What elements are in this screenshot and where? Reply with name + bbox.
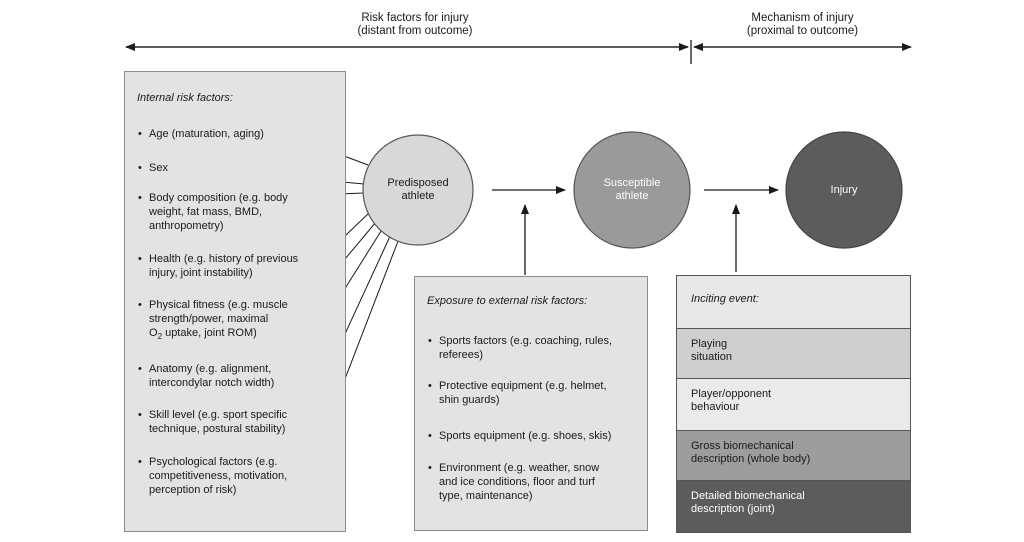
mechanism-header-line1: Mechanism of injury [751, 12, 854, 24]
internal-item-psychological: Psychological factors (e.g. competitiven… [137, 455, 287, 497]
row-line: description (joint) [691, 503, 775, 515]
external-item-protective-equipment: Protective equipment (e.g. helmet, shin … [427, 379, 607, 407]
injury-circle [785, 131, 903, 249]
label-line: athlete [615, 190, 649, 202]
external-risk-factors-title: Exposure to external risk factors: [427, 295, 588, 307]
external-item-sports-factors: Sports factors (e.g. coaching, rules, re… [427, 334, 612, 362]
mechanism-header-line2: (proximal to outcome) [746, 25, 859, 37]
susceptible-athlete-label: Susceptible athlete [582, 177, 682, 203]
row-line: Playing [691, 338, 728, 350]
inciting-event-panel: Inciting event: Playing situation Player… [676, 275, 911, 533]
subscript: 2 [157, 332, 163, 342]
row-line: description (whole body) [691, 453, 811, 465]
item-line: Environment (e.g. weather, snow [439, 462, 600, 474]
item-line: Sports equipment (e.g. shoes, skis) [439, 430, 612, 442]
item-line: referees) [439, 349, 484, 361]
risk-factors-header-line1: Risk factors for injury [361, 12, 469, 24]
label-line: Predisposed [387, 177, 449, 189]
inciting-row-playing-situation: Playing situation [677, 328, 910, 378]
predisposed-athlete-label: Predisposed athlete [368, 177, 468, 203]
predisposed-athlete-circle [362, 134, 474, 246]
item-line: competitiveness, motivation, [149, 470, 288, 482]
inciting-row-player-behaviour: Player/opponent behaviour [677, 378, 910, 430]
row-line: Detailed biomechanical [691, 490, 805, 502]
item-line: Skill level (e.g. sport specific [149, 409, 288, 421]
item-line: Physical fitness (e.g. muscle [149, 299, 288, 311]
label-line: Injury [830, 184, 858, 196]
internal-item-skill-level: Skill level (e.g. sport specific techniq… [137, 408, 287, 436]
internal-item-age: Age (maturation, aging) [137, 127, 264, 141]
label-line: Susceptible [603, 177, 661, 189]
susceptible-athlete-circle [573, 131, 691, 249]
item-line: type, maintenance) [439, 490, 533, 502]
item-line: Sex [149, 162, 168, 174]
item-line: Age (maturation, aging) [149, 128, 264, 140]
item-line: O [149, 327, 158, 339]
external-item-sports-equipment: Sports equipment (e.g. shoes, skis) [427, 429, 611, 443]
inciting-row-detailed-biomechanical: Detailed biomechanical description (join… [677, 480, 910, 532]
label-line: athlete [401, 190, 435, 202]
item-line: weight, fat mass, BMD, [149, 206, 263, 218]
internal-risk-factors-title: Internal risk factors: [137, 92, 233, 104]
internal-risk-factors-panel: Internal risk factors: Age (maturation, … [124, 71, 346, 532]
mechanism-header: Mechanism of injury (proximal to outcome… [720, 12, 885, 38]
item-line: technique, postural stability) [149, 423, 286, 435]
internal-item-health: Health (e.g. history of previous injury,… [137, 252, 298, 280]
risk-factors-header: Risk factors for injury (distant from ou… [320, 12, 510, 38]
internal-item-body-composition: Body composition (e.g. body weight, fat … [137, 191, 288, 233]
item-line: Body composition (e.g. body [149, 192, 288, 204]
internal-item-anatomy: Anatomy (e.g. alignment, intercondylar n… [137, 362, 274, 390]
item-line: and ice conditions, floor and turf [439, 476, 595, 488]
item-line: Sports factors (e.g. coaching, rules, [439, 335, 613, 347]
item-line: uptake, joint ROM) [162, 327, 257, 339]
row-line: behaviour [691, 401, 740, 413]
risk-factors-header-line2: (distant from outcome) [357, 25, 473, 37]
item-line: strength/power, maximal [149, 313, 269, 325]
inciting-event-title: Inciting event: [691, 293, 759, 305]
item-line: injury, joint instability) [149, 267, 253, 279]
external-item-environment: Environment (e.g. weather, snow and ice … [427, 461, 599, 503]
item-line: Protective equipment (e.g. helmet, [439, 380, 607, 392]
item-line: anthropometry) [149, 220, 224, 232]
item-line: shin guards) [439, 394, 500, 406]
item-line: Anatomy (e.g. alignment, [149, 363, 272, 375]
item-line: Psychological factors (e.g. [149, 456, 278, 468]
injury-label: Injury [794, 184, 894, 197]
item-line: perception of risk) [149, 484, 237, 496]
external-risk-factors-panel: Exposure to external risk factors: Sport… [414, 276, 648, 531]
inciting-row-gross-biomechanical: Gross biomechanical description (whole b… [677, 430, 910, 480]
inciting-event-title-row: Inciting event: [677, 276, 910, 328]
internal-item-sex: Sex [137, 161, 168, 175]
row-line: Player/opponent [691, 388, 772, 400]
item-line: Health (e.g. history of previous [149, 253, 299, 265]
item-line: intercondylar notch width) [149, 377, 275, 389]
row-line: Gross biomechanical [691, 440, 794, 452]
internal-item-physical-fitness: Physical fitness (e.g. muscle strength/p… [137, 298, 288, 344]
row-line: situation [691, 351, 732, 363]
